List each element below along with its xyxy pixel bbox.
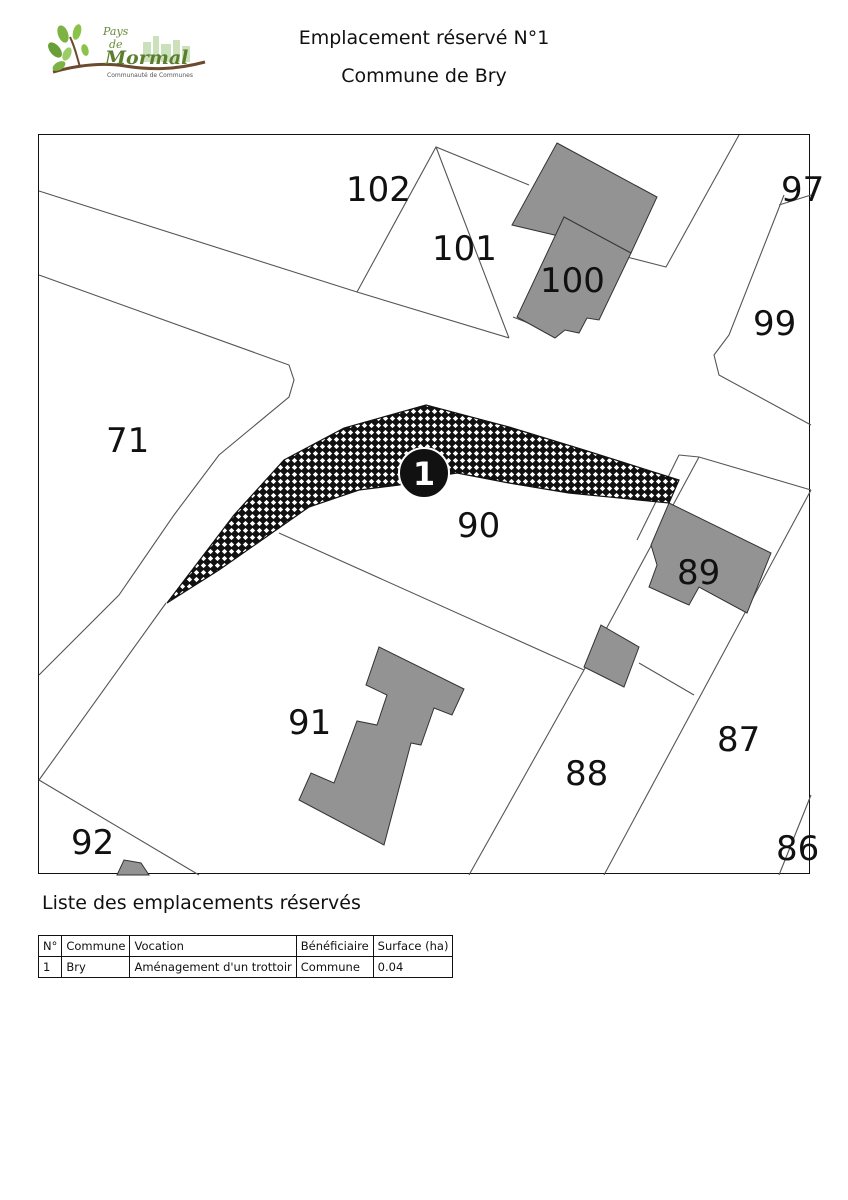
table-cell: 1 <box>37 956 63 978</box>
building-91 <box>298 646 465 846</box>
map-canvas: 1 102 101 100 97 99 71 90 89 91 87 88 92… <box>38 134 824 876</box>
building-92 <box>116 859 150 876</box>
buildings <box>116 142 772 876</box>
reserved-area-marker: 1 <box>398 447 450 499</box>
column-header: Bénéficiaire <box>295 935 374 957</box>
page-title: Emplacement réservé N°1 <box>298 27 550 49</box>
list-heading: Liste des emplacements réservés <box>42 892 361 914</box>
parcel-label: 99 <box>753 304 796 344</box>
reserved-area-hatch <box>166 404 680 604</box>
parcel-label: 90 <box>457 506 500 546</box>
table-header-row: N° Commune Vocation Bénéficiaire Surface… <box>37 935 454 957</box>
pays-de-mormal-logo: Pays de Mormal Communauté de Communes <box>45 22 210 84</box>
parcel-label: 91 <box>288 703 331 743</box>
logo-graphic: Pays de Mormal Communauté de Communes <box>48 24 206 79</box>
building-annex <box>583 624 640 688</box>
parcel-label: 86 <box>776 829 819 869</box>
column-header: N° <box>37 935 63 957</box>
parcel-label: 87 <box>717 720 760 760</box>
table-cell: Aménagement d'un trottoir <box>129 956 297 978</box>
column-header: Vocation <box>129 935 297 957</box>
marker-label: 1 <box>413 455 435 493</box>
cadastral-map: 1 102 101 100 97 99 71 90 89 91 87 88 92… <box>38 134 824 876</box>
column-header: Surface (ha) <box>372 935 454 957</box>
table-cell: Bry <box>61 956 131 978</box>
parcel-label: 100 <box>540 261 605 301</box>
table-cell: Commune <box>295 956 374 978</box>
parcel-label: 97 <box>781 170 824 210</box>
column-header: Commune <box>61 935 131 957</box>
building-89 <box>648 502 772 614</box>
parcel-boundaries <box>38 134 812 876</box>
page-subtitle: Commune de Bry <box>341 65 507 87</box>
logo-word-mormal: Mormal <box>104 47 188 69</box>
table-cell: 0.04 <box>372 956 454 978</box>
logo-word-pays: Pays <box>102 25 129 38</box>
logo-word-de: de <box>109 38 123 51</box>
parcel-label: 71 <box>106 421 149 461</box>
parcel-label: 102 <box>346 170 411 210</box>
reserved-areas-table: N° Commune Vocation Bénéficiaire Surface… <box>37 935 454 978</box>
parcel-label: 89 <box>677 553 720 593</box>
parcel-label: 92 <box>71 823 114 863</box>
parcel-label: 101 <box>432 229 497 269</box>
building-100 <box>516 216 632 339</box>
logo-tagline: Communauté de Communes <box>107 72 193 79</box>
parcel-label: 88 <box>565 754 608 794</box>
table-row: 1 Bry Aménagement d'un trottoir Commune … <box>37 956 454 978</box>
